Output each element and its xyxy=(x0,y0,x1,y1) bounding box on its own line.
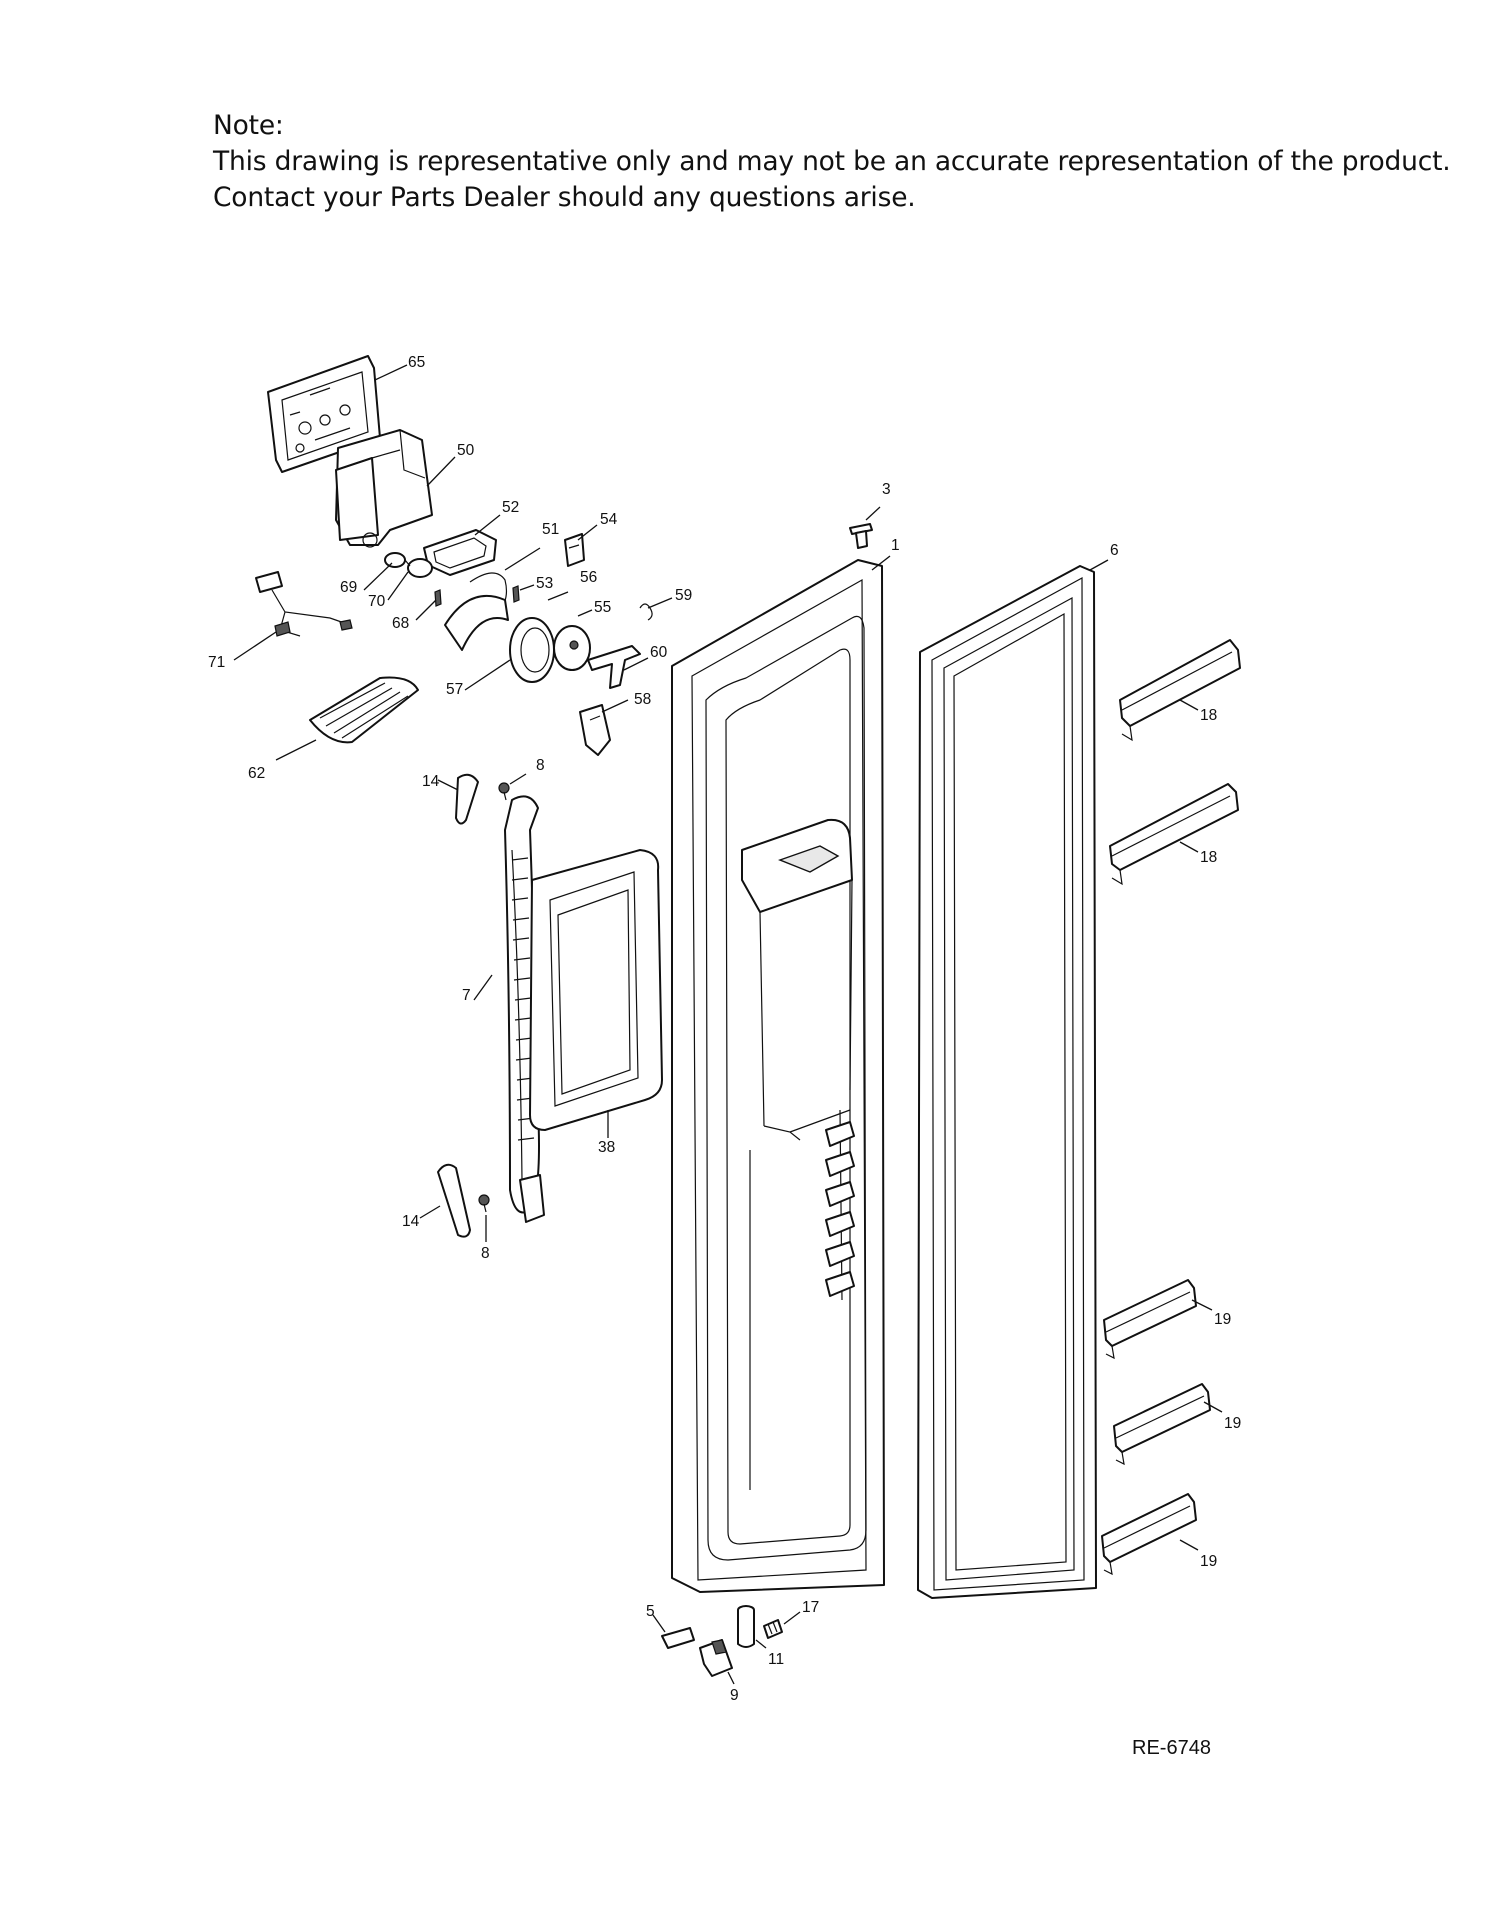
callout-38: 38 xyxy=(598,1139,615,1156)
callout-18-lower: 18 xyxy=(1200,849,1217,866)
part-19-shelf-rail-3 xyxy=(1101,1493,1197,1576)
part-69-70-light-socket xyxy=(384,552,433,578)
callout-8-top: 8 xyxy=(536,757,545,774)
callout-19-1: 19 xyxy=(1214,1311,1231,1328)
part-50-dispenser-housing xyxy=(335,429,433,548)
callout-9: 9 xyxy=(730,1687,739,1704)
callout-19-2: 19 xyxy=(1224,1415,1241,1432)
part-71-wire-harness xyxy=(255,571,353,637)
part-58-actuator xyxy=(579,704,611,756)
part-8-screw-bottom xyxy=(478,1194,490,1213)
part-1-door-liner xyxy=(671,559,885,1593)
callout-51: 51 xyxy=(542,521,559,538)
disclaimer-note: Note: This drawing is representative onl… xyxy=(213,108,1451,216)
part-17-bushing xyxy=(763,1619,783,1639)
part-55-motor xyxy=(553,625,591,671)
callout-57: 57 xyxy=(446,681,463,698)
callout-69: 69 xyxy=(340,579,357,596)
callout-56: 56 xyxy=(580,569,597,586)
callout-54: 54 xyxy=(600,511,618,528)
callout-19-3: 19 xyxy=(1200,1553,1217,1570)
diagram-reference-code: RE-6748 xyxy=(1132,1737,1211,1759)
callout-7: 7 xyxy=(462,987,471,1004)
part-18-shelf-rail-upper xyxy=(1119,639,1241,742)
part-54-switch xyxy=(564,533,585,567)
part-52-bracket-frame xyxy=(423,529,497,576)
callout-17: 17 xyxy=(802,1599,819,1616)
callout-14-top: 14 xyxy=(422,773,440,790)
note-title: Note: xyxy=(213,110,284,141)
part-57-auger-motor-disk xyxy=(509,617,555,683)
part-62-drip-tray-grille xyxy=(309,676,419,744)
part-6-door-gasket xyxy=(917,565,1097,1599)
part-3-screw xyxy=(849,523,873,549)
callout-70: 70 xyxy=(368,593,386,610)
part-18-shelf-rail-lower xyxy=(1109,783,1239,886)
part-14-handle-cap-top xyxy=(455,773,479,825)
callout-53: 53 xyxy=(536,575,553,592)
callout-50: 50 xyxy=(457,442,475,459)
part-53-clip xyxy=(512,585,520,603)
callout-68: 68 xyxy=(392,615,409,632)
callout-6: 6 xyxy=(1110,542,1119,559)
part-59-spring xyxy=(639,603,653,621)
callout-18-upper: 18 xyxy=(1200,707,1217,724)
note-line-1: This drawing is representative only and … xyxy=(213,146,1451,177)
leader-lines xyxy=(233,364,1223,1685)
part-11-hinge-pin xyxy=(737,1605,755,1648)
callout-71: 71 xyxy=(208,654,225,671)
door-shelf-clips xyxy=(825,1121,855,1297)
callout-11: 11 xyxy=(768,1651,784,1668)
callout-5: 5 xyxy=(646,1603,655,1620)
callout-52: 52 xyxy=(502,499,519,516)
part-14-handle-cap-bottom xyxy=(437,1163,471,1238)
part-19-shelf-rail-2 xyxy=(1113,1383,1211,1466)
part-38-dispenser-frame xyxy=(529,849,663,1131)
callout-8-bottom: 8 xyxy=(481,1245,490,1262)
note-line-2: Contact your Parts Dealer should any que… xyxy=(213,182,916,213)
callout-55: 55 xyxy=(594,599,611,616)
callout-3: 3 xyxy=(882,481,891,498)
part-19-shelf-rail-1 xyxy=(1103,1279,1197,1360)
callout-65: 65 xyxy=(408,354,425,371)
part-56-cover xyxy=(444,595,509,651)
part-5-hinge-plate xyxy=(661,1627,695,1649)
part-9-bottom-hinge xyxy=(699,1639,733,1677)
callout-14-bottom: 14 xyxy=(402,1213,420,1230)
part-68-clip xyxy=(434,589,442,607)
callout-62: 62 xyxy=(248,765,265,782)
part-60-bracket xyxy=(587,645,641,689)
callout-59: 59 xyxy=(675,587,692,604)
part-8-screw-top xyxy=(498,782,510,801)
callout-1: 1 xyxy=(891,537,900,554)
callout-60: 60 xyxy=(650,644,668,661)
callout-58: 58 xyxy=(634,691,651,708)
